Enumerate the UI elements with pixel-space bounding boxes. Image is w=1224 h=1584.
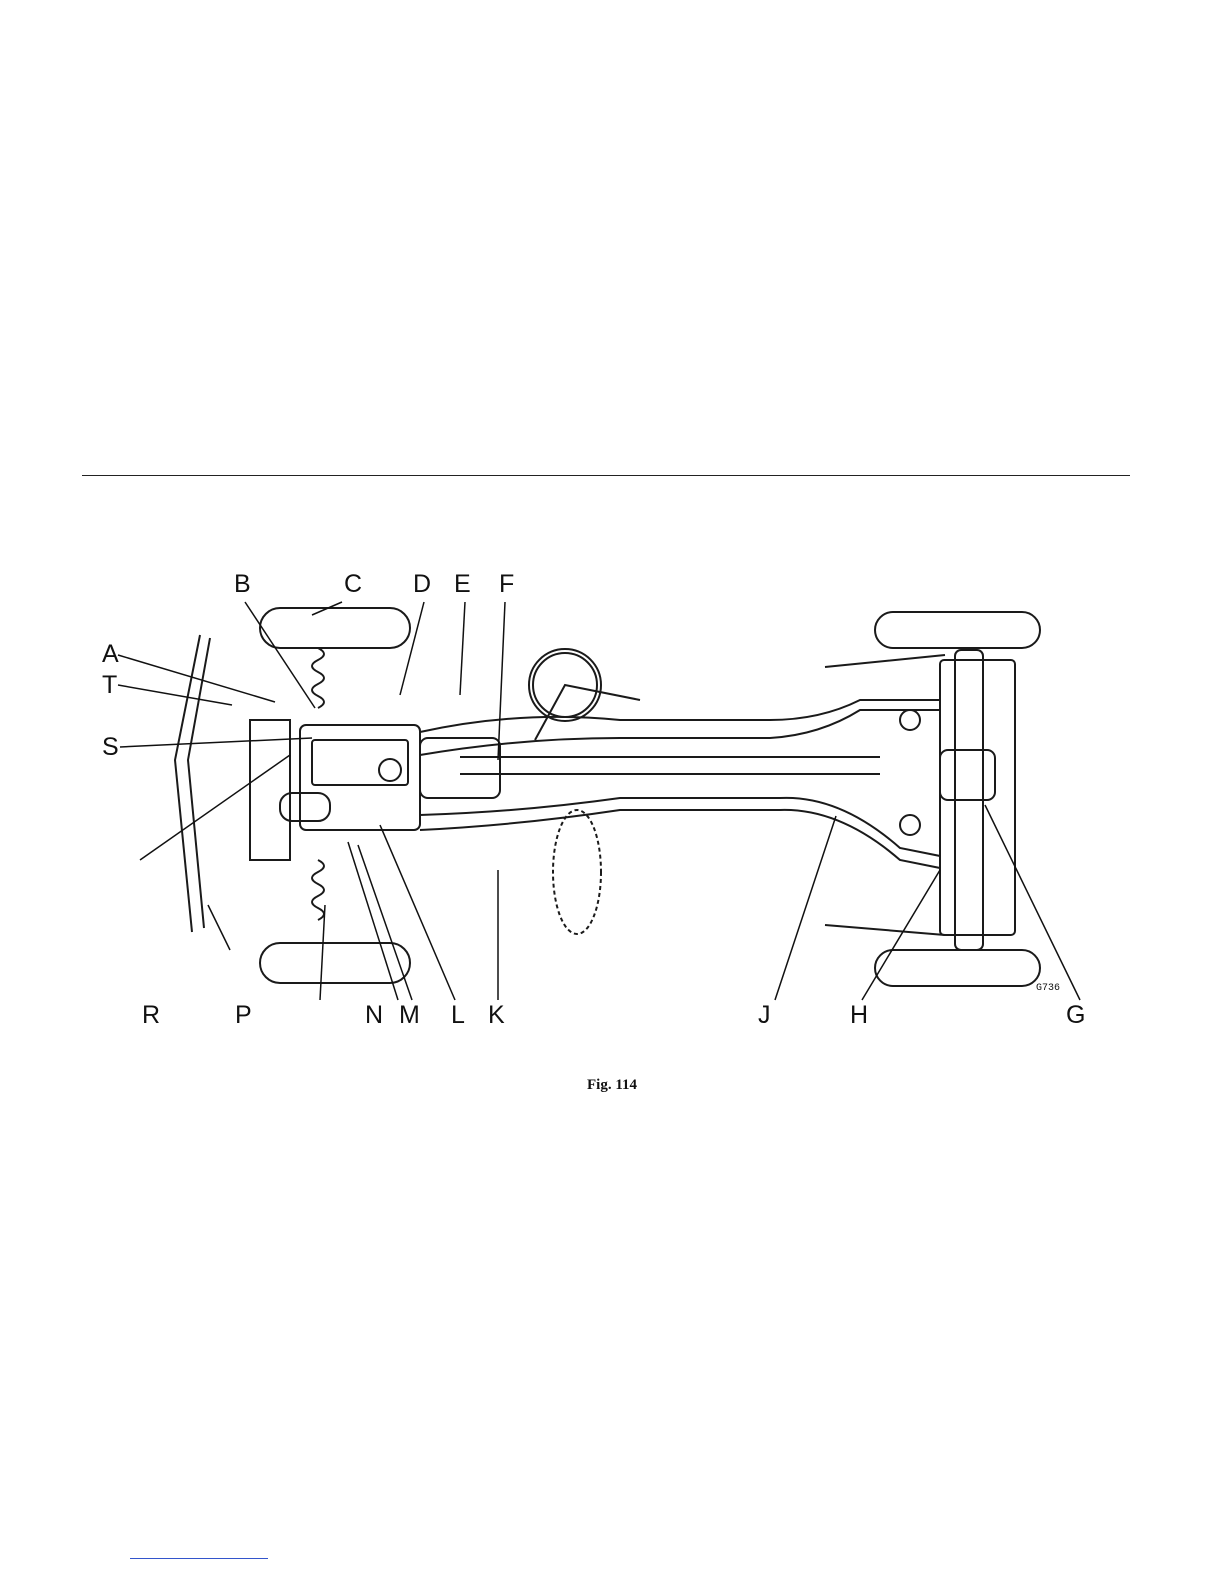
- cylinder-head: [312, 740, 408, 785]
- rear-wheel-lower: [875, 950, 1040, 986]
- footer-rule: [130, 1558, 268, 1559]
- callout-a: A: [102, 640, 119, 668]
- callout-g: G: [1066, 1001, 1085, 1029]
- front-spring-upper: [312, 648, 324, 708]
- dynamo: [280, 793, 330, 821]
- gearbox: [420, 738, 500, 798]
- callout-b: B: [234, 570, 251, 598]
- propeller-shaft: [460, 757, 880, 774]
- callout-j: J: [758, 1001, 771, 1029]
- rear-wheel-upper: [875, 612, 1040, 648]
- rear-frame: [940, 660, 1015, 935]
- callout-e: E: [454, 570, 471, 598]
- front-spring-lower: [312, 860, 324, 920]
- callout-t: T: [102, 671, 117, 699]
- figure-caption: Fig. 114: [0, 1077, 1224, 1094]
- callout-f: F: [499, 570, 514, 598]
- frame-rail-lower: [420, 798, 940, 868]
- callout-p: P: [235, 1001, 252, 1029]
- front-bumper: [175, 635, 210, 932]
- callout-d: D: [413, 570, 431, 598]
- callout-c: C: [344, 570, 362, 598]
- callout-s: S: [102, 733, 119, 761]
- callout-l: L: [451, 1001, 465, 1029]
- callout-k: K: [488, 1001, 505, 1029]
- front-wheel-upper: [260, 608, 410, 648]
- callout-r: R: [142, 1001, 160, 1029]
- front-wheel-lower: [260, 943, 410, 983]
- callout-n: N: [365, 1001, 383, 1029]
- drawing-code: G736: [1036, 983, 1060, 994]
- differential: [940, 750, 995, 800]
- chassis-lubrication-diagram: A B C D E F G H J K L M N P R S T G736: [80, 560, 1140, 1040]
- callout-h: H: [850, 1001, 868, 1029]
- header-rule: [82, 475, 1130, 476]
- callout-m: M: [399, 1001, 420, 1029]
- dotted-ellipse: [553, 810, 601, 934]
